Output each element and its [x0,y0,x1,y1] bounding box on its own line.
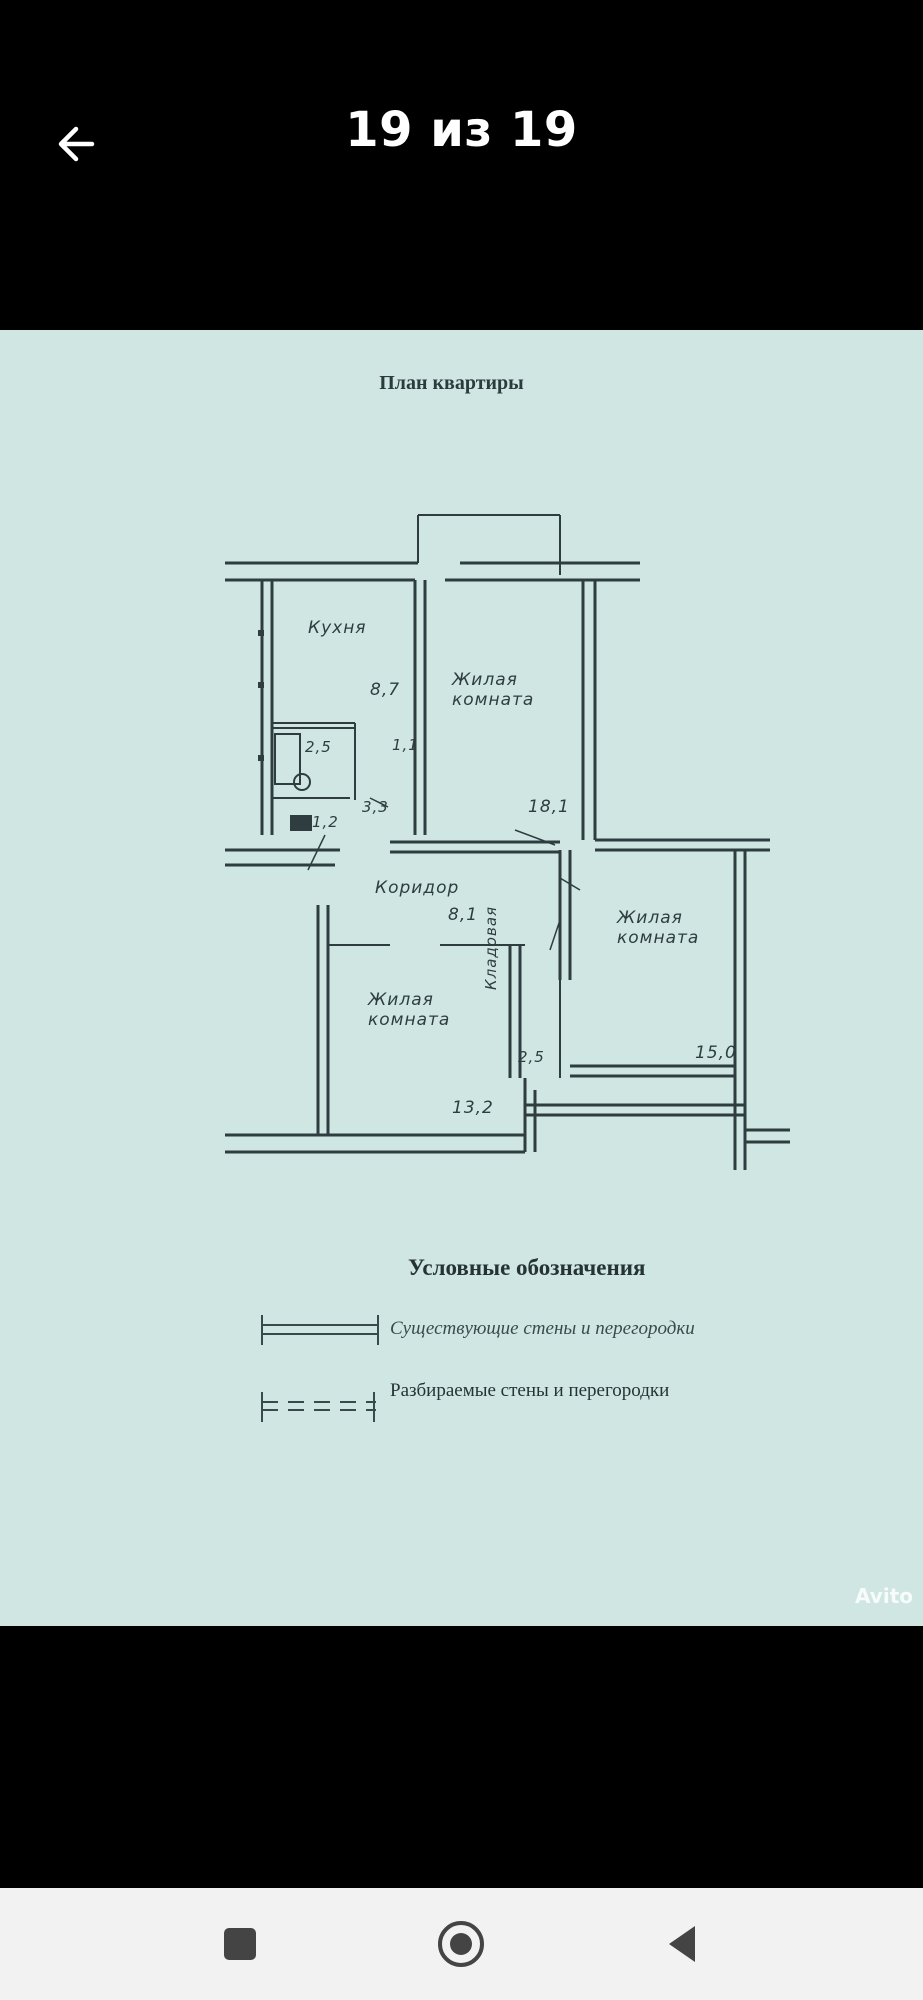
washbasin-area: 1,2 [312,813,339,831]
circle-home-icon [438,1921,484,1967]
arrow-left-icon [58,126,95,162]
living1-label-line1: Жилая [452,670,518,690]
legend-existing-walls: Существующие стены и перегородки [390,1318,695,1339]
living3-area: 13,2 [452,1098,494,1118]
pantry-label: Кладовая [482,905,500,990]
top-bar: 19 из 19 [0,0,923,330]
recents-button[interactable] [214,1918,266,1970]
system-navigation-bar [0,1888,923,2000]
living1-label-line2: комната [452,690,535,710]
back-button[interactable] [50,115,110,175]
pantry-area: 2,5 [518,1048,545,1066]
triangle-back-icon [669,1926,695,1962]
legend-removable-walls: Разбираемые стены и перегородки [390,1380,670,1401]
corridor-area: 8,1 [448,905,479,925]
kitchen-area: 8,7 [370,680,401,700]
plan-title: План квартиры [379,372,524,394]
living2-label-line2: комната [617,928,700,948]
living2-label-line1: Жилая [617,908,683,928]
corridor-label: Коридор [375,878,460,898]
floor-plan-drawing [225,514,790,1422]
kitchen-label: Кухня [308,618,367,638]
avito-watermark: Avito [855,1584,913,1608]
legend-title: Условные обозначения [408,1255,646,1280]
floor-plan-photo[interactable]: План квартиры Кухня 8,7 2,5 1,1 1,2 3,3 … [0,330,923,1626]
home-button[interactable] [435,1918,487,1970]
square-icon [224,1928,256,1960]
bath-area: 2,5 [305,738,332,756]
image-counter: 19 из 19 [345,102,578,158]
living3-label-line2: комната [368,1010,451,1030]
living3-label-line1: Жилая [368,990,434,1010]
living1-area: 18,1 [528,797,570,817]
living2-area: 15,0 [695,1043,737,1063]
hallway-small-area: 3,3 [362,798,389,816]
wc-area: 1,1 [392,736,419,754]
system-back-button[interactable] [657,1918,709,1970]
